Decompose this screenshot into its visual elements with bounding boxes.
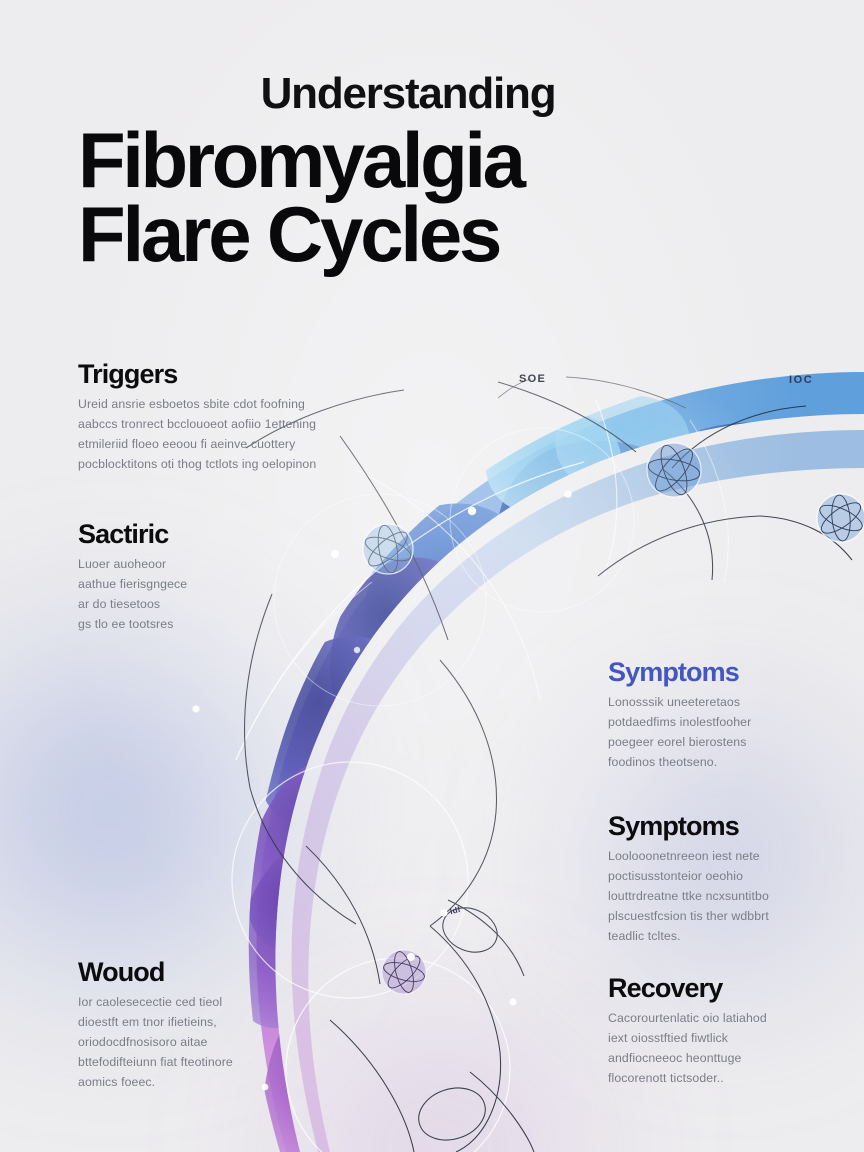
body-line: oriodocdfnosisoro aitae: [78, 1035, 208, 1050]
section-heading-sactiric: Sactiric: [78, 519, 169, 549]
section-symptoms-secondary: Symptoms Loolooonetnreeon iest nete poct…: [608, 812, 838, 947]
section-heading-triggers: Triggers: [78, 359, 178, 389]
body-line: Ureid ansrie esboetos sbite cdot foofnin…: [78, 397, 305, 412]
body-line: poegeer eorel bierostens: [608, 735, 747, 750]
section-body-symptoms-secondary: Loolooonetnreeon iest nete poctisusstont…: [608, 847, 838, 947]
title-kicker: Understanding: [260, 69, 557, 118]
arc-band-overlay: [291, 430, 864, 1152]
body-line: bttefodifteiunn fiat fteotinore: [78, 1055, 233, 1070]
arc-node-d: [381, 949, 427, 995]
body-line: etmileriid floeo eeoou fi aeinve cuotter…: [78, 437, 296, 452]
arc-thread-lines: [244, 381, 853, 1152]
section-heading-wouod: Wouod: [78, 957, 165, 987]
arc-label-leader-lines: [497, 376, 687, 409]
title-line-1: Fibromyalgia: [78, 116, 526, 204]
section-body-wouod: Ior caolesecectie ced tieol dioestft em …: [78, 993, 348, 1093]
section-body-recovery: Cacorourtenlatic oio latiahod iext oioss…: [608, 1009, 830, 1089]
section-heading-symptoms-primary: Symptoms: [608, 657, 740, 687]
page-title: Understanding Fibromyalgia Flare Cycles: [78, 69, 778, 279]
body-line: aomics foeec.: [78, 1074, 156, 1089]
title-line-2: Flare Cycles: [78, 190, 502, 279]
arc-node-b: [646, 442, 702, 498]
section-symptoms-primary: Symptoms Lonosssik uneeteretaos potdaedf…: [608, 658, 823, 773]
arc-label-top-right: IOC: [789, 374, 814, 386]
body-line: flocorenott tictsoder..: [608, 1071, 724, 1086]
section-heading-symptoms-secondary: Symptoms: [608, 811, 740, 841]
arc-node-a: [362, 523, 414, 575]
section-body-symptoms-primary: Lonosssik uneeteretaos potdaedfims inole…: [608, 693, 823, 773]
body-line: Cacorourtenlatic oio latiahod: [608, 1011, 767, 1026]
section-body-sactiric: Luoer auoheoor aathue fierisgngece ar do…: [78, 555, 308, 635]
body-line: aabccs tronrect bcclouoeot aofiio 1etten…: [78, 417, 317, 432]
section-recovery: Recovery Cacorourtenlatic oio latiahod i…: [608, 974, 830, 1089]
section-wouod: Wouod Ior caolesecectie ced tieol dioest…: [78, 958, 348, 1093]
body-line: dioestft em tnor ifietieins,: [78, 1015, 217, 1030]
body-line: aathue fierisgngece: [78, 577, 188, 592]
body-line: teadlic tcltes.: [608, 928, 681, 943]
arc-node-group: [362, 442, 864, 995]
body-line: Loolooonetnreeon iest nete: [608, 849, 760, 864]
body-line: Lonosssik uneeteretaos: [608, 695, 741, 710]
body-line: plscuestfcsion tis ther wdbbrt: [608, 909, 769, 924]
body-line: pocblocktitons oti thog tctlots ing oelo…: [78, 457, 317, 472]
section-heading-recovery: Recovery: [608, 973, 723, 1003]
body-line: foodinos theotseno.: [608, 755, 718, 770]
body-line: gs tlo ee tootsres: [78, 617, 174, 632]
body-line: Ior caolesecectie ced tieol: [78, 995, 223, 1010]
section-body-triggers: Ureid ansrie esboetos sbite cdot foofnin…: [78, 395, 368, 475]
arc-node-c: [816, 493, 864, 543]
section-triggers: Triggers Ureid ansrie esboetos sbite cdo…: [78, 360, 368, 475]
body-line: Luoer auoheoor: [78, 557, 167, 572]
body-line: potdaedfims inolestfooher: [608, 715, 752, 730]
arc-label-top-left: SOE: [519, 373, 547, 385]
section-sactiric: Sactiric Luoer auoheoor aathue fierisgng…: [78, 520, 308, 635]
body-line: ar do tiesetoos: [78, 597, 161, 612]
body-line: iext oiosstftied fiwtlick: [608, 1031, 729, 1046]
body-line: andfiocneeoc heonttuge: [608, 1051, 742, 1066]
arc-marker-dots: [192, 490, 572, 1091]
body-line: poctisusstonteior oeohio: [608, 869, 744, 884]
body-line: louttrdreatne ttke ncxsuntitbo: [608, 889, 769, 904]
